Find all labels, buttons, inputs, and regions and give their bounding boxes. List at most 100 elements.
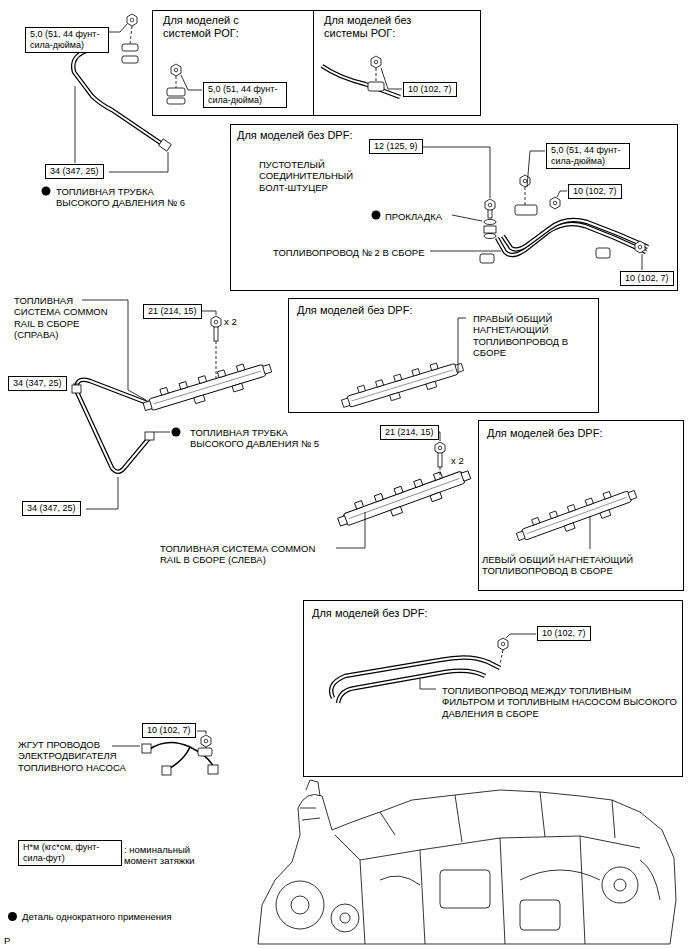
leader-line	[73, 384, 79, 385]
torque-value: 10 (102, 7)	[625, 273, 669, 284]
engine-illustration	[380, 792, 615, 842]
fuel-pipe	[145, 432, 154, 440]
torque-value: Н*м (кгс*см, фунт-сила-фут)	[23, 842, 117, 864]
legend-swatch	[8, 912, 17, 921]
bolt	[435, 442, 445, 454]
torque-spec-box: 21 (214, 15)	[143, 304, 202, 319]
bolt	[216, 341, 217, 380]
engine-illustration	[440, 870, 490, 908]
wire-harness	[170, 747, 190, 768]
variant-panel: Для моделей без DPF:ПРАВЫЙ ОБЩИЙ НАГНЕТА…	[288, 298, 599, 413]
leader-line	[557, 191, 567, 197]
torque-value: 10 (102, 7)	[542, 628, 586, 639]
torque-spec-box: 12 (125, 9)	[369, 139, 423, 154]
fuel-pipe	[159, 139, 172, 151]
fuel-pipe-no2-parts	[596, 248, 610, 258]
part-name: ПУСТОТЕЛЫЙ СОЕДИНИТЕЛЬНЫЙ БОЛТ-ШТУЦЕР	[259, 159, 371, 193]
variant-panel: Для моделей с системой РОГ: 5,0 (51, 44 ф…	[152, 10, 314, 116]
leader-line	[420, 679, 436, 689]
part-name: ЛЕВЫЙ ОБЩИЙ НАГНЕТАЮЩИЙ ТОПЛИВОПРОВОД В …	[482, 554, 680, 577]
torque-value: 34 (347, 25)	[13, 378, 62, 389]
legend-entry: Деталь однократного применения	[7, 911, 172, 922]
torque-spec-box: 10 (102, 7)	[403, 82, 457, 97]
torque-spec-box: 5,0 (51, 44 фунт-сила-дюйма)	[546, 143, 630, 169]
clamp	[176, 76, 177, 88]
single-use-mark	[172, 428, 181, 437]
torque-value: 10 (102, 7)	[147, 725, 191, 736]
clamp	[167, 98, 185, 104]
panel-heading: Для моделей без DPF:	[487, 427, 677, 440]
fuel-pipe-no2-parts	[525, 187, 526, 205]
engine-illustration	[276, 881, 324, 929]
panel-heading: Для моделей без DPF:	[297, 304, 467, 317]
panel-heading: Для моделей без системы РОГ:	[324, 14, 436, 40]
leader-line	[642, 254, 643, 270]
fuel-pipe-no2-parts	[520, 175, 530, 187]
fuel-pipe-no2-parts	[515, 205, 537, 215]
leader-line	[336, 512, 365, 548]
torque-value: 10 (102, 7)	[573, 186, 617, 197]
part-name: : номинальный момент затяжки	[124, 844, 214, 867]
leader-line	[73, 24, 642, 746]
common-rail	[335, 463, 474, 534]
engine-illustration	[360, 836, 585, 944]
leader-line	[381, 68, 402, 89]
part-name: ТОПЛИВОПРОВОД № 2 В СБОРЕ	[273, 247, 463, 258]
engine-illustration	[340, 913, 350, 923]
torque-spec-box: 21 (214, 15)	[380, 425, 439, 440]
legend-swatch	[7, 911, 18, 922]
fuel-pipe	[322, 66, 400, 97]
leader-line	[181, 75, 202, 90]
leader-line	[112, 746, 140, 747]
clamp	[130, 26, 132, 44]
variant-panel: Для моделей без системы РОГ: 10 (102, 7)	[313, 10, 481, 116]
wire-harness	[198, 748, 212, 756]
leader-line	[430, 251, 501, 252]
fuel-pipe	[72, 42, 648, 703]
fuel-pipe-no2-parts	[485, 199, 495, 211]
clamp	[122, 44, 138, 51]
torque-value: 5,0 (51, 44 фунт-сила-дюйма)	[30, 29, 104, 51]
part-name: ТОПЛИВНАЯ ТРУБКА ВЫСОКОГО ДАВЛЕНИЯ № 5	[190, 427, 340, 450]
panel-heading: Для моделей с системой РОГ:	[163, 14, 258, 40]
wire-harness	[142, 742, 218, 775]
torque-value: 5,0 (51, 44 фунт-сила-дюйма)	[551, 145, 625, 167]
panel-heading: Для моделей без DPF:	[312, 607, 512, 620]
engine-illustration	[258, 780, 676, 944]
bolt	[211, 316, 221, 328]
part-name: ТОПЛИВНАЯ СИСТЕМА COMMON RAIL В СБОРЕ (С…	[14, 295, 114, 341]
callout-note: x 2	[451, 455, 464, 466]
wire-harness	[208, 765, 218, 774]
torque-spec-box: Н*м (кгс*см, фунт-сила-фут)	[18, 840, 122, 866]
fuel-pipe-no2-parts	[480, 175, 645, 263]
part-name: ТОПЛИВОПРОВОД МЕЖДУ ТОПЛИВНЫМ ФИЛЬТРОМ И…	[442, 685, 678, 719]
fuel-pipe-no2-parts	[484, 234, 496, 239]
part-name: ТОПЛИВНАЯ СИСТЕМА COMMON RAIL В СБОРЕ (С…	[160, 543, 332, 566]
leader-line	[75, 86, 76, 163]
fuel-pipe-no2-parts	[488, 210, 492, 218]
torque-spec-box: 10 (102, 7)	[142, 723, 196, 738]
bolt	[498, 638, 508, 650]
engine-illustration	[380, 860, 660, 900]
torque-value: 21 (214, 15)	[148, 306, 197, 317]
leader-line	[86, 477, 118, 509]
fuel-pipe	[77, 380, 150, 472]
fuel-pipe	[77, 380, 150, 472]
part-name: ПРОКЛАДКА	[385, 211, 465, 222]
clamp	[368, 82, 384, 91]
engine-illustration	[300, 780, 320, 820]
bolt	[440, 467, 441, 478]
fuel-pipe	[72, 385, 81, 393]
part-name: ТОПЛИВНАЯ ТРУБКА ВЫСОКОГО ДАВЛЕНИЯ № 6	[56, 186, 206, 209]
callout-note: x 2	[224, 316, 237, 327]
clamp	[127, 14, 137, 26]
leader-line	[590, 516, 591, 549]
clamp	[371, 56, 381, 68]
torque-value: 10 (102, 7)	[408, 84, 452, 95]
wire-harness	[162, 766, 171, 775]
engine-illustration	[602, 867, 638, 903]
fuel-pipe-no2-parts	[484, 220, 496, 225]
engine-illustration	[614, 879, 626, 891]
torque-value: 5,0 (51, 44 фунт-сила-дюйма)	[208, 84, 282, 106]
